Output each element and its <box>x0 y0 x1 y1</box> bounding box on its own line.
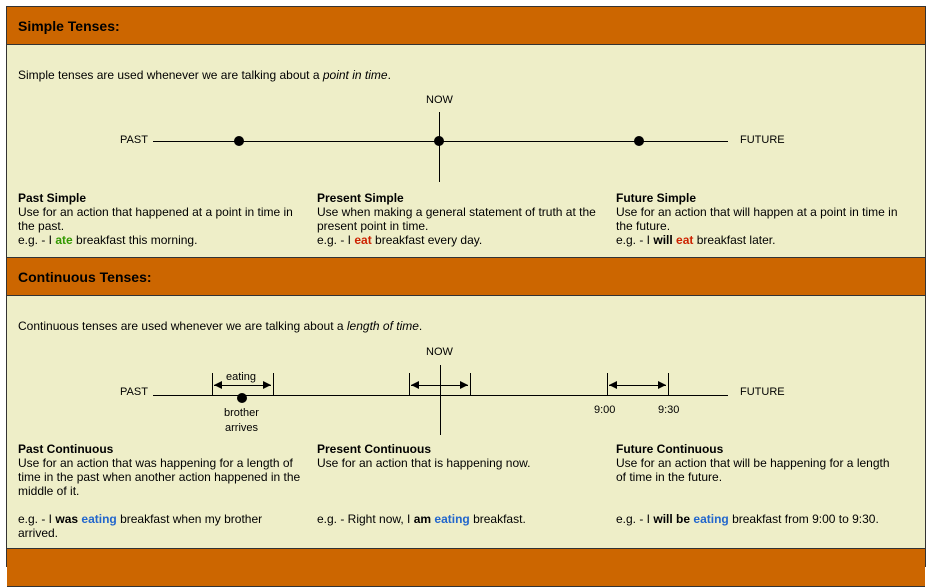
ex-verb: ate <box>55 233 73 247</box>
intro-text: Continuous tenses are used whenever we a… <box>18 319 347 333</box>
now-marker <box>439 112 440 182</box>
ex-post: breakfast this morning. <box>72 233 198 247</box>
card-desc: Use for an action that happened at a poi… <box>18 205 293 233</box>
future-duration-arrow <box>609 381 666 389</box>
past-duration-arrow <box>214 381 271 389</box>
now-marker <box>440 365 441 435</box>
ex-pre: e.g. - I <box>18 512 56 526</box>
future-simple-card: Future Simple Use for an action that wil… <box>616 191 901 247</box>
now-label: NOW <box>426 94 453 106</box>
past-span-end <box>273 373 274 395</box>
ex-pre: e.g. - I <box>616 233 654 247</box>
ex-post: breakfast every day. <box>371 233 483 247</box>
future-span-start <box>607 373 608 395</box>
simple-tenses-title: Simple Tenses: <box>18 18 120 34</box>
ex-pre: e.g. - I <box>18 233 56 247</box>
brother-label: brother <box>224 407 259 419</box>
past-continuous-card: Past Continuous Use for an action that w… <box>18 442 303 540</box>
continuous-tenses-header: Continuous Tenses: <box>7 257 925 296</box>
ex-post: breakfast when my brother arrived. <box>18 512 263 540</box>
card-title: Future Continuous <box>616 442 724 456</box>
next-section-header <box>7 548 925 587</box>
future-span-end <box>668 373 669 395</box>
card-desc: Use when making a general statement of t… <box>317 205 596 233</box>
ex-pre: e.g. - I <box>616 512 654 526</box>
card-example: e.g. - I eat breakfast every day. <box>317 233 602 247</box>
time-930-label: 9:30 <box>658 404 680 416</box>
card-desc: Use for an action that will happen at a … <box>616 205 898 233</box>
card-example: e.g. - I will eat breakfast later. <box>616 233 901 247</box>
ex-aux: will be <box>653 512 691 526</box>
ex-post: breakfast from 9:00 to 9:30. <box>728 512 879 526</box>
now-span-end <box>470 373 471 395</box>
future-label: FUTURE <box>740 134 785 146</box>
card-title: Present Continuous <box>317 442 432 456</box>
arrives-label: arrives <box>225 422 259 434</box>
card-desc: Use for an action that will be happening… <box>616 456 890 484</box>
intro-emphasis: point in time <box>322 68 388 82</box>
continuous-tenses-title: Continuous Tenses: <box>18 269 152 285</box>
card-desc: Use for an action that was happening for… <box>18 456 301 498</box>
ex-aux: am <box>413 512 432 526</box>
simple-intro: Simple tenses are used whenever we are t… <box>18 68 391 82</box>
eating-label: eating <box>226 371 256 383</box>
tenses-panel: Simple Tenses: Simple tenses are used wh… <box>6 6 926 587</box>
time-900-label: 9:00 <box>594 404 616 416</box>
present-point <box>434 136 444 146</box>
future-label: FUTURE <box>740 386 785 398</box>
card-example: e.g. - I ate breakfast this morning. <box>18 233 303 247</box>
intro-suffix: . <box>387 68 391 82</box>
ex-verb: eat <box>354 233 372 247</box>
ex-verb: eating <box>81 512 117 526</box>
past-point <box>234 136 244 146</box>
future-point <box>634 136 644 146</box>
future-continuous-card: Future Continuous Use for an action that… <box>616 442 901 526</box>
continuous-tenses-section: Continuous tenses are used whenever we a… <box>7 296 925 548</box>
intro-text: Simple tenses are used whenever we are t… <box>18 68 323 82</box>
present-continuous-card: Present Continuous Use for an action tha… <box>317 442 602 526</box>
past-label: PAST <box>120 386 148 398</box>
card-title: Past Simple <box>18 191 87 205</box>
simple-tenses-header: Simple Tenses: <box>7 7 925 45</box>
card-example: e.g. - I will be eating breakfast from 9… <box>616 512 901 526</box>
past-simple-card: Past Simple Use for an action that happe… <box>18 191 303 247</box>
ex-pre: e.g. - I <box>317 233 355 247</box>
now-span-start <box>409 373 410 395</box>
past-label: PAST <box>120 134 148 146</box>
intro-suffix: . <box>418 319 423 333</box>
ex-aux: will <box>653 233 673 247</box>
ex-verb: eat <box>676 233 694 247</box>
brother-arrives-point <box>237 393 247 403</box>
intro-emphasis: length of time <box>346 319 419 333</box>
past-span-start <box>212 373 213 395</box>
now-label: NOW <box>426 346 453 358</box>
ex-post: breakfast. <box>469 512 526 526</box>
ex-post: breakfast later. <box>693 233 776 247</box>
card-desc: Use for an action that is happening now. <box>317 456 531 470</box>
card-title: Future Simple <box>616 191 697 205</box>
card-example: e.g. - I was eating breakfast when my br… <box>18 512 303 540</box>
card-title: Present Simple <box>317 191 404 205</box>
simple-tenses-section: Simple tenses are used whenever we are t… <box>7 45 925 257</box>
ex-aux: was <box>55 512 79 526</box>
continuous-intro: Continuous tenses are used whenever we a… <box>18 319 422 333</box>
now-duration-arrow <box>411 381 468 389</box>
ex-pre: e.g. - Right now, I <box>317 512 414 526</box>
ex-verb: eating <box>434 512 470 526</box>
ex-verb: eating <box>693 512 729 526</box>
card-title: Past Continuous <box>18 442 114 456</box>
card-example: e.g. - Right now, I am eating breakfast. <box>317 512 602 526</box>
present-simple-card: Present Simple Use when making a general… <box>317 191 602 247</box>
